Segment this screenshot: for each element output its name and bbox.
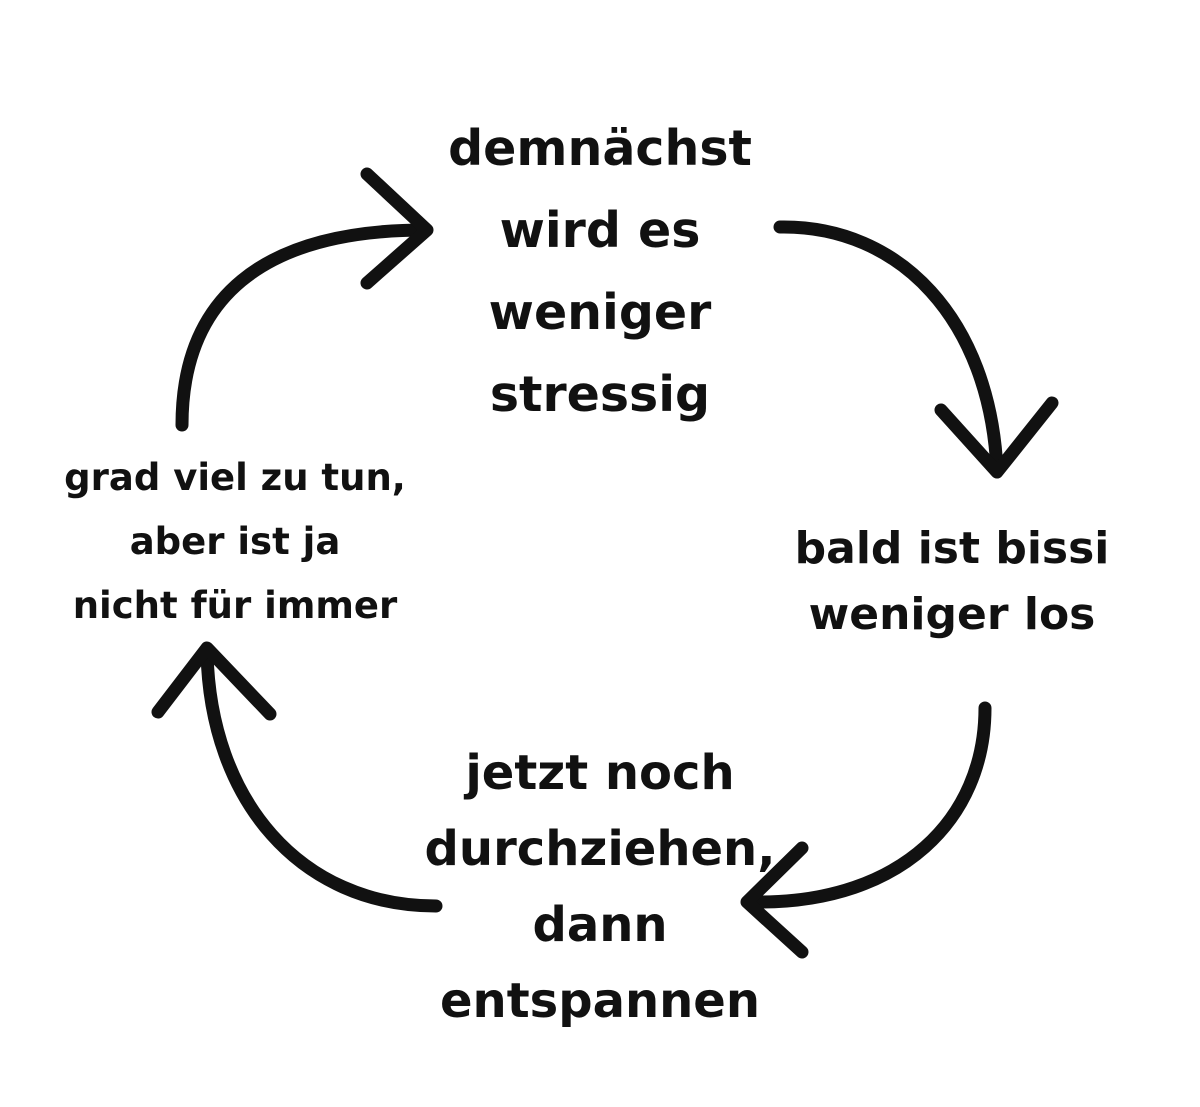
node-text-line: dann: [532, 897, 668, 953]
node-text-line: entspannen: [439, 973, 761, 1029]
node-text-line: weniger: [488, 284, 712, 341]
arrow-bottom-to-left: [151, 641, 443, 913]
node-text-line: nicht für immer: [72, 584, 398, 627]
cycle-node-bottom: jetzt noch durchziehen, dann entspannen: [400, 735, 800, 1039]
cycle-node-left: grad viel zu tun, aber ist ja nicht für …: [35, 446, 435, 638]
node-text-line: jetzt noch: [465, 745, 735, 801]
node-text-line: bald ist bissi: [794, 523, 1110, 574]
node-text-line: stressig: [489, 366, 711, 423]
node-text-line: weniger los: [808, 589, 1096, 640]
cycle-node-right: bald ist bissi weniger los: [752, 516, 1152, 648]
arrow-right-to-bottom: [740, 701, 992, 959]
node-text-line: aber ist ja: [129, 520, 341, 563]
node-text-line: durchziehen,: [424, 821, 776, 877]
node-text-line: wird es: [499, 202, 701, 259]
cycle-node-top: demnächst wird es weniger stressig: [400, 108, 800, 436]
node-text-line: grad viel zu tun,: [64, 456, 406, 499]
node-text-line: demnächst: [448, 120, 752, 177]
arrow-top-to-right: [773, 220, 1059, 479]
arrow-left-to-top: [175, 167, 434, 432]
